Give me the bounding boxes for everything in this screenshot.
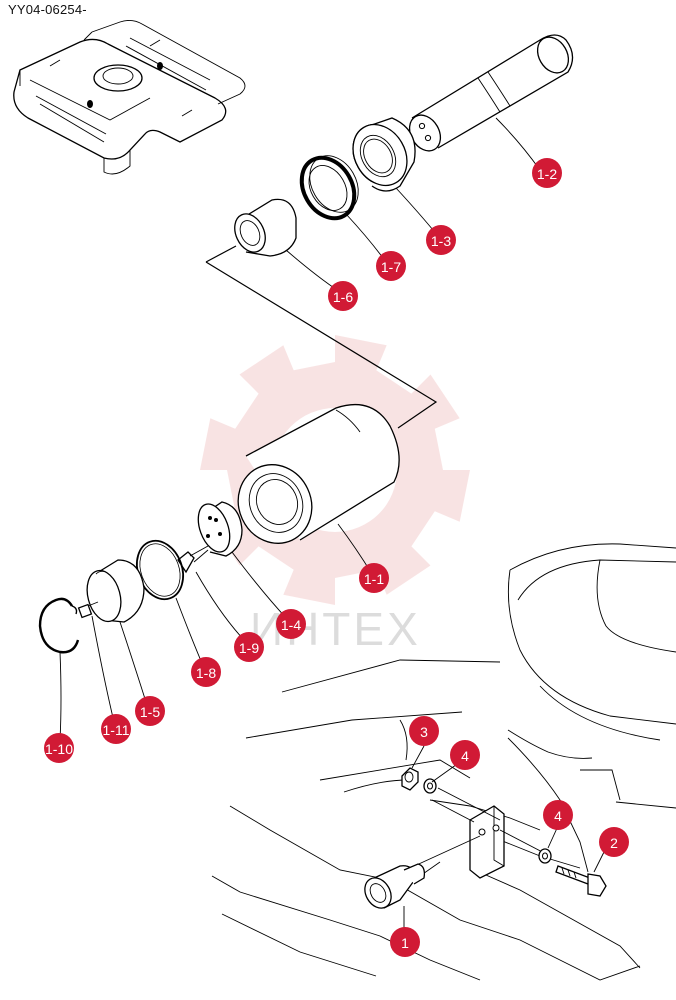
callout-badge: [135, 696, 165, 726]
callout-1-1: 1-1: [359, 563, 389, 593]
callout-label: 1-11: [103, 722, 130, 738]
callout-1-6: 1-6: [328, 281, 358, 311]
callout-label: 1-8: [196, 665, 216, 681]
callout-label: 1-4: [281, 617, 301, 633]
callout-label: 1-9: [239, 640, 259, 656]
callout-1-9: 1-9: [234, 632, 264, 662]
callout-badge: [390, 927, 420, 957]
callout-label: 3: [420, 724, 428, 740]
part-seal: [299, 155, 359, 221]
part-shaft: [408, 34, 574, 152]
callout-badge: [44, 733, 74, 763]
callout-badge: [276, 609, 306, 639]
callout-label: 1-2: [537, 166, 557, 182]
callout-badge: [359, 563, 389, 593]
part-bolt-large: [555, 865, 607, 897]
callout-label: 1-7: [381, 259, 401, 275]
part-bushing: [234, 198, 297, 257]
callout-4a: 4: [450, 740, 480, 770]
callout-1-5: 1-5: [135, 696, 165, 726]
callout-1-11: 1-11: [101, 714, 131, 744]
part-snap-ring: [38, 597, 80, 654]
callout-label: 4: [554, 808, 562, 824]
callout-label: 1-6: [333, 289, 353, 305]
document-id: YY04-06254-: [8, 2, 87, 17]
part-bolt-small: [177, 545, 209, 574]
callout-2: 2: [599, 827, 629, 857]
callout-badge: [409, 716, 439, 746]
part-pin: [364, 863, 426, 909]
callout-badge: [426, 225, 456, 255]
part-roller: [237, 404, 400, 544]
callout-badge: [599, 827, 629, 857]
callout-label: 1-10: [45, 741, 73, 757]
callout-label: 1-1: [364, 571, 384, 587]
callout-1-3: 1-3: [426, 225, 456, 255]
idler-mount-scene: [211, 543, 676, 981]
callout-1-8: 1-8: [191, 657, 221, 687]
part-screw: [77, 601, 99, 619]
callout-layer: 1-2 1-3 1-7 1-6 1-1 1-4 1-9 1-8 1-5 1-11 1-10 3 4 4 2 1: [44, 158, 629, 957]
callout-1: 1: [390, 927, 420, 957]
callout-badge: [101, 714, 131, 744]
callout-1-10: 1-10: [44, 733, 74, 763]
callout-label: 1: [401, 935, 409, 951]
callout-4b: 4: [543, 800, 573, 830]
part-plate: [197, 501, 243, 557]
part-cover: [86, 559, 145, 623]
callout-badge: [234, 632, 264, 662]
callout-badge: [191, 657, 221, 687]
leader-lines-lower: [403, 745, 607, 930]
callout-3: 3: [409, 716, 439, 746]
callout-badge: [543, 800, 573, 830]
callout-badge: [450, 740, 480, 770]
callout-badge: [376, 251, 406, 281]
callout-label: 4: [461, 748, 469, 764]
part-nut: [401, 767, 419, 791]
callout-1-7: 1-7: [376, 251, 406, 281]
callout-badge: [328, 281, 358, 311]
callout-badge: [532, 158, 562, 188]
callout-label: 1-3: [431, 233, 451, 249]
part-washer-upper: [423, 778, 437, 794]
callout-1-4: 1-4: [276, 609, 306, 639]
part-collar: [352, 117, 416, 192]
callout-label: 1-5: [140, 704, 160, 720]
watermark-text: ИНТЕХ: [250, 603, 421, 655]
part-washer-lower: [538, 848, 552, 864]
callout-1-2: 1-2: [532, 158, 562, 188]
track-frame-thumbnail: [13, 19, 246, 175]
callout-label: 2: [610, 835, 618, 851]
